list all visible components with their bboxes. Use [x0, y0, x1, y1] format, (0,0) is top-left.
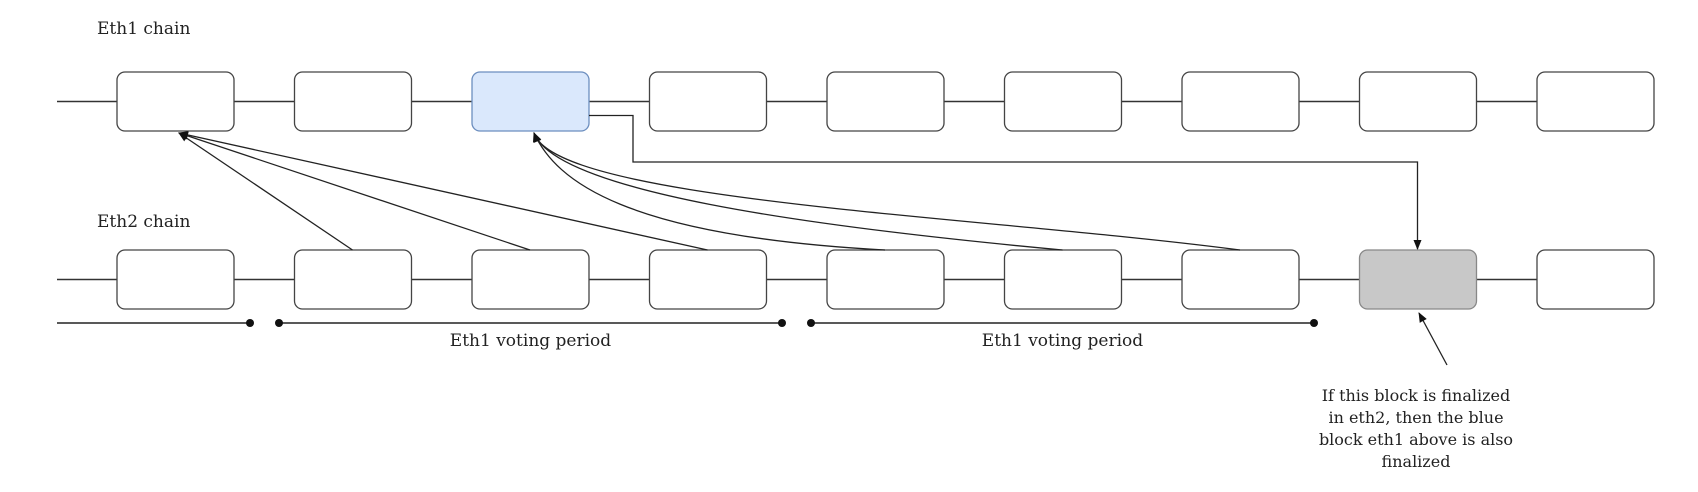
- vote-arrow: [533, 132, 1063, 251]
- vote-arrow: [178, 132, 353, 251]
- finality-arrow: [589, 114, 1422, 250]
- vote-arrow: [178, 131, 708, 251]
- annotation-line: block eth1 above is also: [1319, 430, 1513, 449]
- voting-period-start-dot: [275, 319, 283, 327]
- eth2-block: [648, 249, 768, 310]
- finality-link: [589, 114, 1422, 250]
- eth2-block-finalized: [1358, 249, 1478, 310]
- voting-periods: Eth1 voting period Eth1 voting period: [57, 319, 1318, 351]
- vote-arrows: [178, 131, 1241, 251]
- eth1-chain: [57, 71, 1655, 132]
- eth1-chain-label: Eth1 chain: [97, 19, 190, 39]
- eth1-block: [293, 71, 413, 132]
- eth2-chain: [57, 249, 1655, 310]
- eth2-block: [826, 249, 945, 310]
- eth1-block: [648, 71, 768, 132]
- voting-period-end-dot: [246, 319, 254, 327]
- eth1-block-blue: [471, 71, 590, 132]
- eth1-block: [1358, 71, 1478, 132]
- annotation-line: in eth2, then the blue: [1328, 408, 1503, 427]
- vote-arrow: [533, 132, 1241, 251]
- annotation-arrow: [1418, 312, 1448, 366]
- eth1-block: [1003, 71, 1123, 132]
- eth1-block: [826, 71, 945, 132]
- eth2-block: [1003, 249, 1123, 310]
- eth2-block: [1536, 249, 1655, 310]
- eth2-block: [1181, 249, 1300, 310]
- eth1-block: [1536, 71, 1655, 132]
- annotation: If this block is finalized in eth2, then…: [1319, 312, 1513, 471]
- eth2-block: [293, 249, 413, 310]
- eth2-block: [471, 249, 590, 310]
- annotation-line: finalized: [1382, 452, 1451, 471]
- eth1-block: [1181, 71, 1300, 132]
- vote-arrow: [533, 132, 886, 251]
- vote-arrow: [178, 132, 531, 251]
- eth2-chain-label: Eth2 chain: [97, 212, 190, 232]
- annotation-line: If this block is finalized: [1322, 386, 1511, 405]
- voting-period-label: Eth1 voting period: [982, 331, 1143, 351]
- voting-period-end-dot: [1310, 319, 1318, 327]
- eth1-block: [116, 71, 235, 132]
- voting-period-end-dot: [778, 319, 786, 327]
- voting-period-start-dot: [807, 319, 815, 327]
- eth2-block: [116, 249, 235, 310]
- voting-period-label: Eth1 voting period: [450, 331, 611, 351]
